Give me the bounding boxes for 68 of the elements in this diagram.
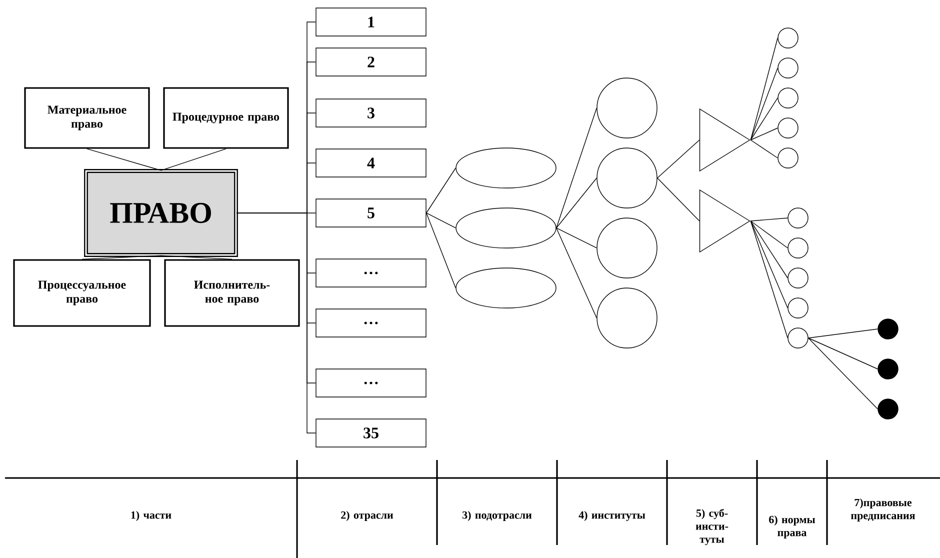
connector-line	[426, 212, 456, 228]
circle-shape	[788, 298, 808, 318]
connector-line	[750, 140, 778, 158]
circle-shape	[778, 88, 798, 108]
connector-line	[556, 178, 597, 228]
connector-line	[750, 98, 778, 140]
main-box: ПРАВО	[84, 169, 238, 257]
connector-line	[750, 38, 778, 140]
branch-box: 4	[316, 148, 426, 178]
column-label: 2) отрасли	[341, 511, 394, 521]
connector-line	[750, 220, 788, 248]
connector-line	[750, 128, 778, 140]
connector-line	[808, 328, 878, 338]
column-label: 1) части	[131, 511, 172, 521]
filled-circle	[878, 358, 898, 380]
connector-line	[556, 228, 597, 248]
column-label: 5) суб-инсти-туты	[696, 508, 728, 546]
column-label: 3) подотрасли	[462, 511, 532, 521]
column-label: 6) нормы права	[769, 516, 816, 538]
circle-shape	[788, 208, 808, 228]
connector-line	[808, 338, 878, 370]
circle-shape	[788, 328, 808, 348]
connector-line	[426, 168, 456, 214]
connector-line	[750, 218, 788, 222]
circle-shape	[596, 218, 658, 278]
circle-shape	[788, 268, 808, 288]
connector-line	[82, 255, 162, 260]
connector-line	[426, 212, 456, 288]
connector-line	[750, 220, 788, 308]
category-box: Исполнитель-ное право	[164, 259, 300, 327]
connector-line	[808, 338, 878, 410]
connector-line	[750, 68, 778, 140]
filled-circle	[878, 398, 898, 420]
branch-box: 2	[316, 48, 426, 76]
branch-box: …	[316, 308, 426, 338]
branch-box: 5	[316, 198, 426, 228]
circle-shape	[778, 148, 798, 168]
circle-shape	[778, 28, 798, 48]
connector-line	[556, 228, 597, 318]
ellipse-shape	[456, 268, 556, 308]
connector-line	[86, 148, 162, 171]
filled-circle	[878, 318, 898, 340]
connector-line	[236, 212, 316, 434]
column-label: 4) институты	[578, 511, 646, 521]
category-box: Материальное право	[24, 87, 150, 149]
ellipse-shape	[456, 208, 556, 248]
circle-shape	[596, 148, 658, 208]
column-label: 7)правовые предписания	[851, 498, 915, 522]
branch-box: 1	[316, 8, 426, 36]
category-box: Процедурное право	[163, 87, 289, 149]
branch-box: …	[316, 258, 426, 288]
circle-shape	[596, 78, 658, 138]
connector-line	[657, 178, 700, 222]
circle-shape	[788, 238, 808, 258]
connector-line	[750, 220, 788, 278]
category-box: Процессуальное право	[13, 259, 151, 327]
ellipse-shape	[456, 148, 556, 188]
circle-shape	[596, 288, 658, 348]
circle-shape	[778, 58, 798, 78]
connector-line	[160, 148, 226, 171]
connector-line	[160, 255, 232, 260]
branch-box: …	[316, 368, 426, 398]
circle-shape	[778, 118, 798, 138]
connector-line	[750, 220, 788, 338]
branch-box: 3	[316, 98, 426, 128]
connector-line	[556, 108, 597, 228]
connector-line	[657, 140, 700, 178]
branch-box: 35	[316, 418, 426, 448]
